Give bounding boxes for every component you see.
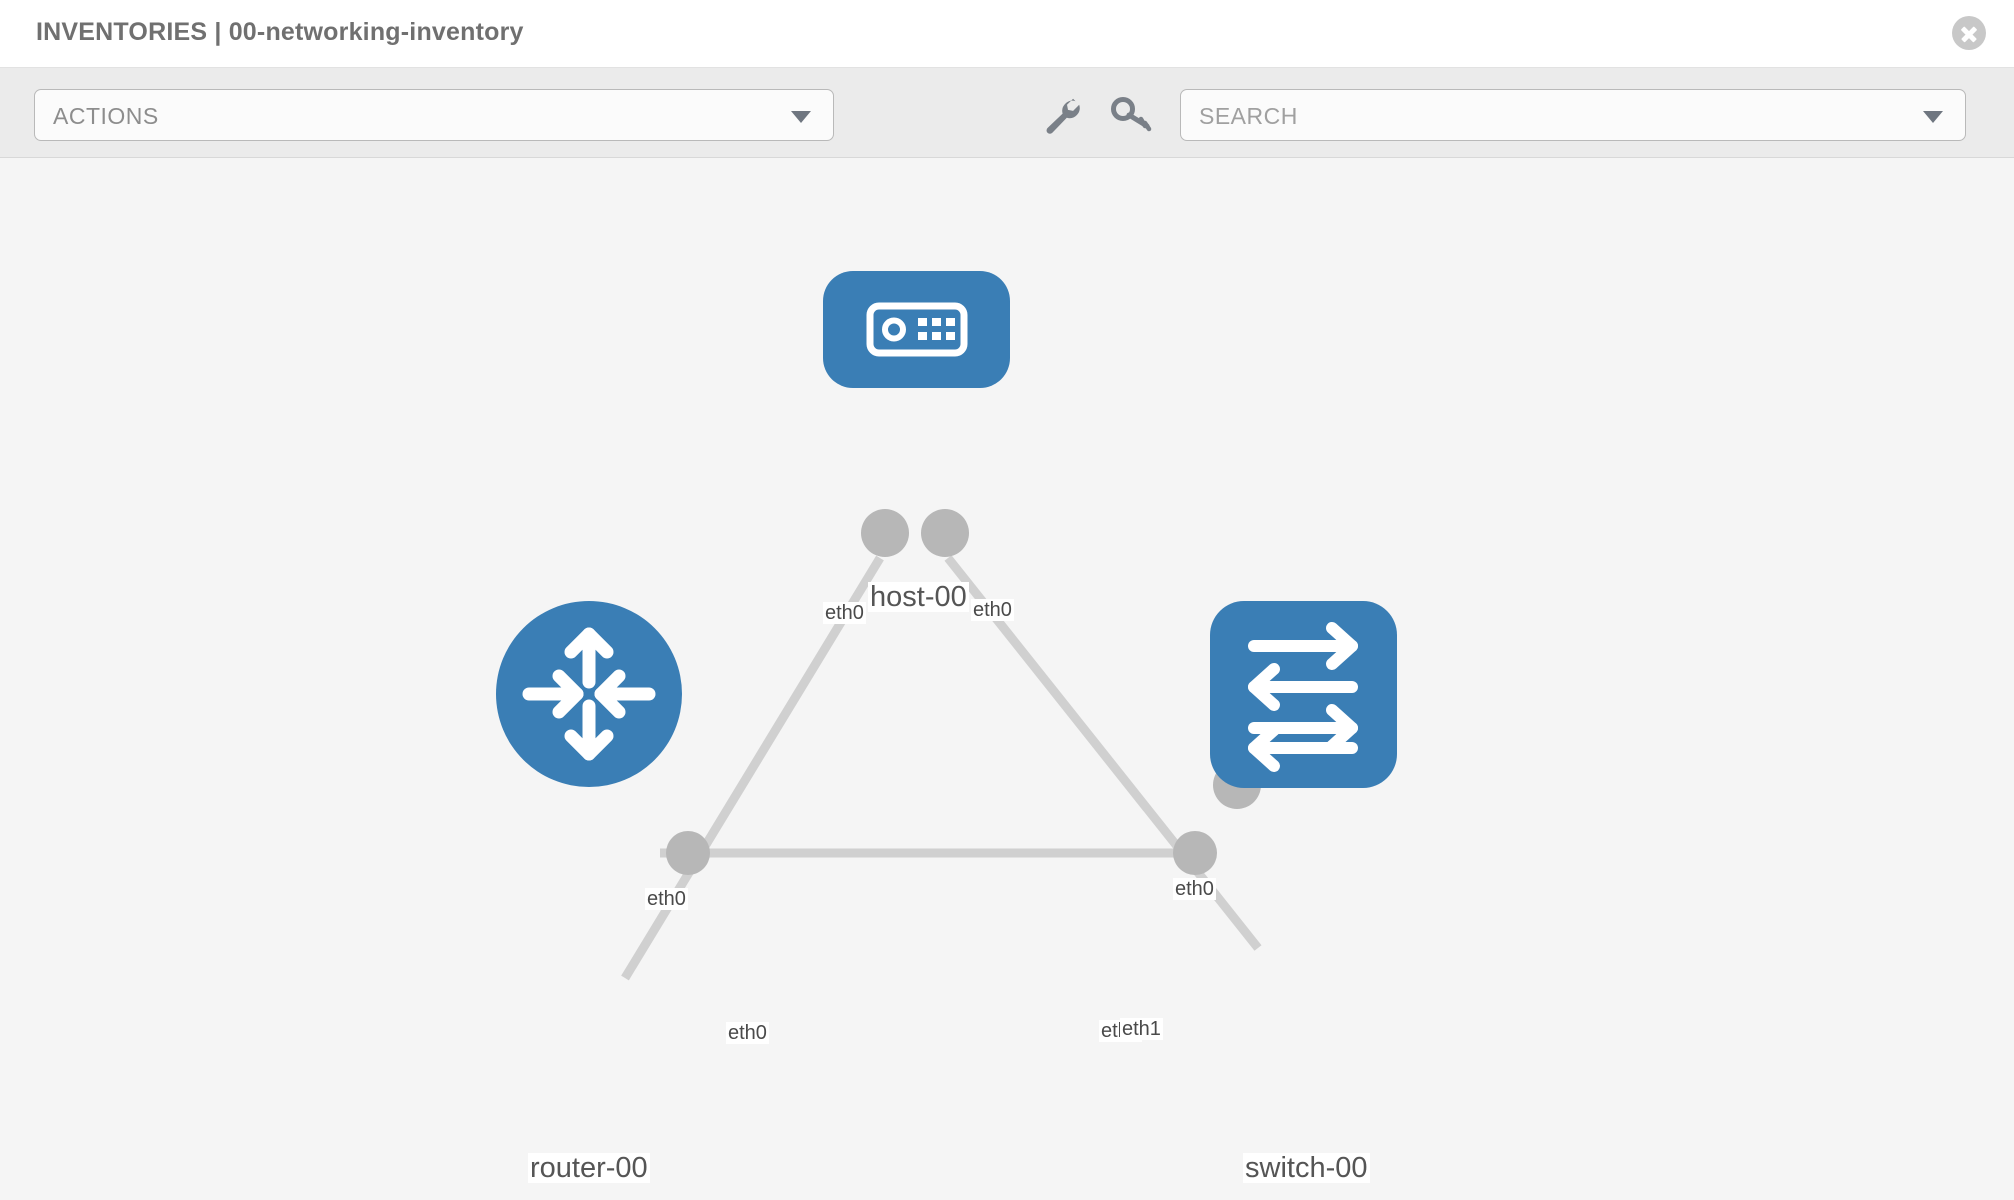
port-host00-eth0-left bbox=[861, 509, 909, 557]
topology-ports bbox=[666, 509, 1261, 875]
toolbar: ACTIONS SEARCH bbox=[0, 68, 2014, 158]
edge-label-router00-eth0: eth0 bbox=[726, 1022, 769, 1044]
topology-graph bbox=[496, 271, 1397, 981]
edge-label-router00-uplink: eth0 bbox=[645, 888, 688, 910]
node-label-host-00: host-00 bbox=[868, 581, 969, 613]
port-switch00-eth1 bbox=[1173, 831, 1217, 875]
page-title: INVENTORIES | 00-networking-inventory bbox=[36, 18, 524, 46]
node-switch-00 bbox=[1210, 601, 1397, 788]
topology-edges bbox=[621, 555, 1262, 981]
key-icon[interactable] bbox=[1108, 95, 1152, 135]
page-header: INVENTORIES | 00-networking-inventory bbox=[0, 0, 2014, 68]
search-placeholder: SEARCH bbox=[1199, 103, 1298, 129]
actions-dropdown-label: ACTIONS bbox=[53, 103, 159, 129]
edge-label-host00-right: eth0 bbox=[971, 599, 1014, 621]
edge-label-host00-left: eth0 bbox=[823, 602, 866, 624]
node-label-router-00: router-00 bbox=[528, 1152, 650, 1184]
node-router-00 bbox=[496, 601, 682, 787]
server-icon bbox=[866, 302, 968, 357]
edge-label-switch00-uplink: eth0 bbox=[1173, 878, 1216, 900]
topology-canvas[interactable]: eth0 eth0 eth0 eth0 eth0 eth1 eth0 host-… bbox=[0, 158, 2014, 1200]
wrench-icon[interactable] bbox=[1040, 95, 1084, 135]
node-label-switch-00: switch-00 bbox=[1243, 1152, 1370, 1184]
actions-dropdown[interactable]: ACTIONS bbox=[34, 89, 834, 141]
edge-label-switch00-eth1: eth1 bbox=[1120, 1018, 1163, 1040]
chevron-down-icon[interactable] bbox=[1923, 111, 1943, 123]
search-input[interactable]: SEARCH bbox=[1180, 89, 1966, 141]
router-icon bbox=[522, 627, 656, 761]
switch-icon bbox=[1248, 622, 1358, 772]
close-icon[interactable] bbox=[1952, 16, 1986, 50]
node-host-00 bbox=[823, 271, 1010, 388]
port-router00-eth0 bbox=[666, 831, 710, 875]
chevron-down-icon bbox=[791, 111, 811, 123]
port-host00-eth0-right bbox=[921, 509, 969, 557]
